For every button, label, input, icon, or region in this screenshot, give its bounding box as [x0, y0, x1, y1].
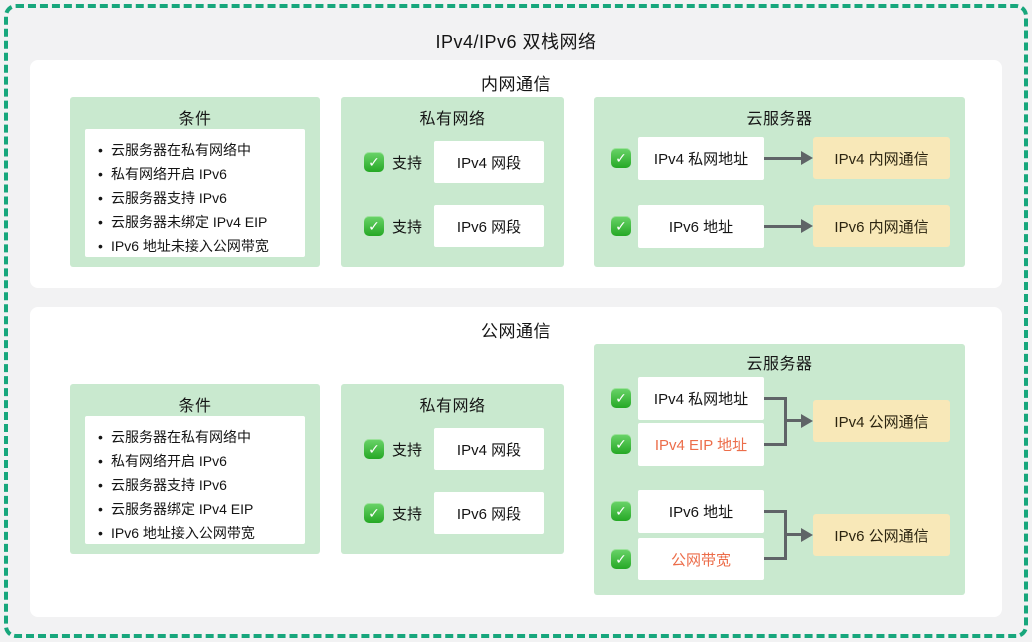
ipv4-private-address-box: IPv4 私网地址	[638, 137, 764, 180]
public-cloud-server-title: 云服务器	[746, 356, 813, 373]
ipv6-address-box: IPv6 地址	[638, 490, 764, 533]
ipv4-eip-address-box: IPv4 EIP 地址	[638, 423, 764, 466]
check-icon: ✓	[611, 148, 631, 168]
check-icon: ✓	[611, 434, 631, 454]
connector-stub	[764, 557, 787, 560]
condition-item: •私有网络开启 IPv6	[97, 449, 293, 473]
connector-stub	[764, 443, 787, 446]
connector-stub	[764, 397, 787, 400]
support-label: 支持	[392, 505, 423, 523]
condition-item: •私有网络开启 IPv6	[97, 162, 293, 186]
bullet-icon: •	[98, 190, 103, 206]
public-conditions-list: •云服务器在私有网络中 •私有网络开启 IPv6 •云服务器支持 IPv6 •云…	[85, 416, 305, 544]
bullet-icon: •	[98, 429, 103, 445]
arrow-line	[784, 533, 802, 536]
public-section-panel: 公网通信 条件 •云服务器在私有网络中 •私有网络开启 IPv6 •云服务器支持…	[30, 307, 1002, 617]
public-private-network-title: 私有网络	[419, 398, 486, 415]
ipv6-intranet-comm-box: IPv6 内网通信	[813, 205, 950, 247]
check-icon: ✓	[611, 216, 631, 236]
condition-item: •IPv6 地址接入公网带宽	[97, 521, 293, 545]
intranet-section-title: 内网通信	[481, 75, 551, 94]
private-network-row: ✓ 支持 IPv6 网段	[364, 205, 545, 247]
condition-item: •云服务器支持 IPv6	[97, 473, 293, 497]
public-cloud-server-box: 云服务器 ✓ IPv4 私网地址 ✓ IPv4 EIP 地址 IPv4 公网通信…	[594, 344, 965, 595]
arrow-line	[784, 419, 802, 422]
arrow-head-icon	[801, 528, 813, 542]
private-network-row: ✓ 支持 IPv4 网段	[364, 141, 545, 183]
check-icon: ✓	[611, 388, 631, 408]
connector-stub	[764, 510, 787, 513]
bullet-icon: •	[98, 142, 103, 158]
check-icon: ✓	[364, 152, 384, 172]
arrow-head-icon	[801, 151, 813, 165]
bullet-icon: •	[98, 525, 103, 541]
check-icon: ✓	[611, 501, 631, 521]
public-bandwidth-box: 公网带宽	[638, 538, 764, 580]
bullet-icon: •	[98, 166, 103, 182]
condition-item: •IPv6 地址未接入公网带宽	[97, 234, 293, 258]
condition-item: •云服务器在私有网络中	[97, 138, 293, 162]
bullet-icon: •	[98, 453, 103, 469]
condition-item: •云服务器未绑定 IPv4 EIP	[97, 210, 293, 234]
ipv6-public-comm-box: IPv6 公网通信	[813, 514, 950, 556]
bullet-icon: •	[98, 238, 103, 254]
intranet-conditions-title: 条件	[178, 111, 212, 128]
ipv6-segment-box: IPv6 网段	[434, 205, 545, 247]
intranet-private-network-title: 私有网络	[419, 111, 486, 128]
arrow-line	[764, 157, 802, 160]
intranet-private-network-box: 私有网络 ✓ 支持 IPv4 网段 ✓ 支持 IPv6 网段	[341, 97, 564, 267]
ipv6-address-box: IPv6 地址	[638, 205, 764, 248]
ipv4-private-address-box: IPv4 私网地址	[638, 377, 764, 420]
check-icon: ✓	[364, 503, 384, 523]
bullet-icon: •	[98, 214, 103, 230]
public-conditions-box: 条件 •云服务器在私有网络中 •私有网络开启 IPv6 •云服务器支持 IPv6…	[70, 384, 320, 554]
intranet-cloud-server-box: 云服务器 ✓ IPv4 私网地址 IPv4 内网通信 ✓ IPv6 地址 IPv…	[594, 97, 965, 267]
check-icon: ✓	[364, 439, 384, 459]
ipv4-public-comm-box: IPv4 公网通信	[813, 400, 950, 442]
public-conditions-title: 条件	[178, 398, 212, 415]
support-label: 支持	[392, 441, 423, 459]
private-network-row: ✓ 支持 IPv6 网段	[364, 492, 545, 534]
public-section-title: 公网通信	[481, 322, 551, 341]
condition-item: •云服务器在私有网络中	[97, 425, 293, 449]
intranet-cloud-server-title: 云服务器	[746, 111, 813, 128]
intranet-conditions-list: •云服务器在私有网络中 •私有网络开启 IPv6 •云服务器支持 IPv6 •云…	[85, 129, 305, 257]
support-label: 支持	[392, 154, 423, 172]
arrow-head-icon	[801, 414, 813, 428]
check-icon: ✓	[611, 549, 631, 569]
ipv6-segment-box: IPv6 网段	[434, 492, 545, 534]
bullet-icon: •	[98, 477, 103, 493]
support-label: 支持	[392, 218, 423, 236]
condition-item: •云服务器支持 IPv6	[97, 186, 293, 210]
arrow-head-icon	[801, 219, 813, 233]
intranet-section-panel: 内网通信 条件 •云服务器在私有网络中 •私有网络开启 IPv6 •云服务器支持…	[30, 60, 1002, 288]
intranet-conditions-box: 条件 •云服务器在私有网络中 •私有网络开启 IPv6 •云服务器支持 IPv6…	[70, 97, 320, 267]
private-network-row: ✓ 支持 IPv4 网段	[364, 428, 545, 470]
bullet-icon: •	[98, 501, 103, 517]
ipv4-segment-box: IPv4 网段	[434, 428, 545, 470]
ipv4-intranet-comm-box: IPv4 内网通信	[813, 137, 950, 179]
ipv4-segment-box: IPv4 网段	[434, 141, 545, 183]
arrow-line	[764, 225, 802, 228]
diagram-title: IPv4/IPv6 双栈网络	[435, 32, 597, 52]
check-icon: ✓	[364, 216, 384, 236]
public-private-network-box: 私有网络 ✓ 支持 IPv4 网段 ✓ 支持 IPv6 网段	[341, 384, 564, 554]
condition-item: •云服务器绑定 IPv4 EIP	[97, 497, 293, 521]
